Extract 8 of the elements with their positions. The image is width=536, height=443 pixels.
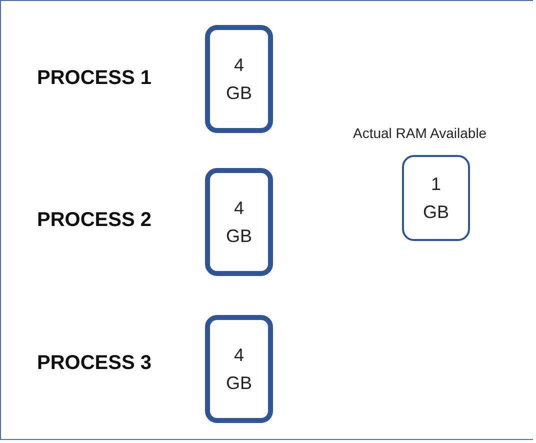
memory-box: 4 GB — [205, 25, 273, 133]
memory-box: 4 GB — [205, 315, 273, 423]
memory-box: 1 GB — [402, 155, 470, 241]
process-label: PROCESS 1 — [37, 67, 152, 90]
process-label: PROCESS 2 — [37, 209, 152, 232]
box-heading: Actual RAM Available — [353, 125, 487, 141]
process-label: PROCESS 3 — [37, 352, 152, 375]
memory-box: 4 GB — [205, 168, 273, 276]
